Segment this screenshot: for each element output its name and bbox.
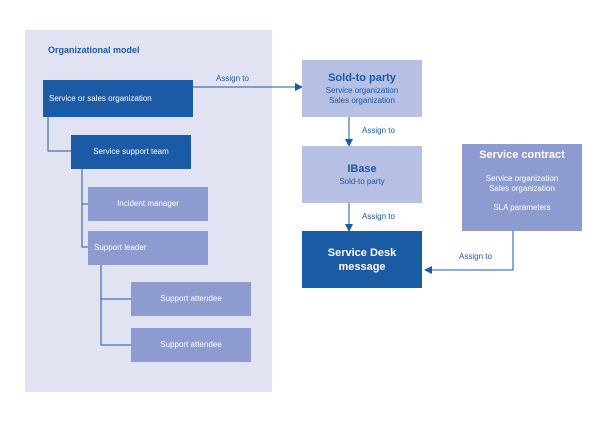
- service-desk-line1: Service Desk: [327, 246, 397, 259]
- tree-line-leader-to-attendee2: [100, 299, 131, 346]
- assign-to-label-top: Assign to: [216, 74, 249, 83]
- service-desk-message-box: Service Desk message: [302, 231, 422, 288]
- sold-to-party-title: Sold-to party: [328, 71, 396, 84]
- service-sales-organization-box: Service or sales organization: [43, 80, 193, 117]
- ibase-title: IBase: [347, 162, 377, 175]
- service-contract-box: Service contract Service organization Sa…: [462, 144, 582, 231]
- service-contract-line2: Sales organization: [489, 184, 555, 193]
- incident-manager-label: Incident manager: [117, 199, 179, 208]
- support-attendee-label-1: Support attendee: [160, 294, 222, 303]
- service-contract-line3: SLA parameters: [493, 203, 551, 212]
- service-contract-line1: Service organization: [485, 174, 559, 183]
- assign-to-label-mid2: Assign to: [362, 212, 395, 221]
- support-attendee-box-1: Support attendee: [131, 282, 251, 316]
- support-attendee-box-2: Support attendee: [131, 328, 251, 362]
- support-leader-box: Support leader: [88, 231, 208, 265]
- ibase-line1: Sold-to party: [339, 176, 385, 186]
- sold-to-party-line1: Service organization: [325, 85, 399, 95]
- tree-line-org-to-team: [47, 117, 71, 152]
- ibase-box: IBase Sold-to party: [302, 146, 422, 203]
- tree-line-leader-to-attendee1: [100, 265, 131, 300]
- assign-to-label-contract: Assign to: [459, 252, 492, 261]
- sold-to-party-box: Sold-to party Service organization Sales…: [302, 60, 422, 117]
- organizational-model-title: Organizational model: [48, 45, 140, 55]
- service-support-team-box: Service support team: [71, 135, 191, 169]
- service-contract-title: Service contract: [479, 149, 565, 161]
- incident-manager-box: Incident manager: [88, 187, 208, 221]
- service-support-team-label: Service support team: [93, 147, 169, 156]
- assign-to-label-mid1: Assign to: [362, 126, 395, 135]
- support-attendee-label-2: Support attendee: [160, 340, 222, 349]
- sold-to-party-line2: Sales organization: [329, 95, 395, 105]
- service-sales-organization-label: Service or sales organization: [49, 93, 152, 103]
- arrow-contract-to-desk: [424, 231, 514, 274]
- service-desk-line2: message: [338, 260, 386, 273]
- tree-line-team-to-leader: [81, 204, 88, 248]
- support-leader-label: Support leader: [94, 243, 147, 252]
